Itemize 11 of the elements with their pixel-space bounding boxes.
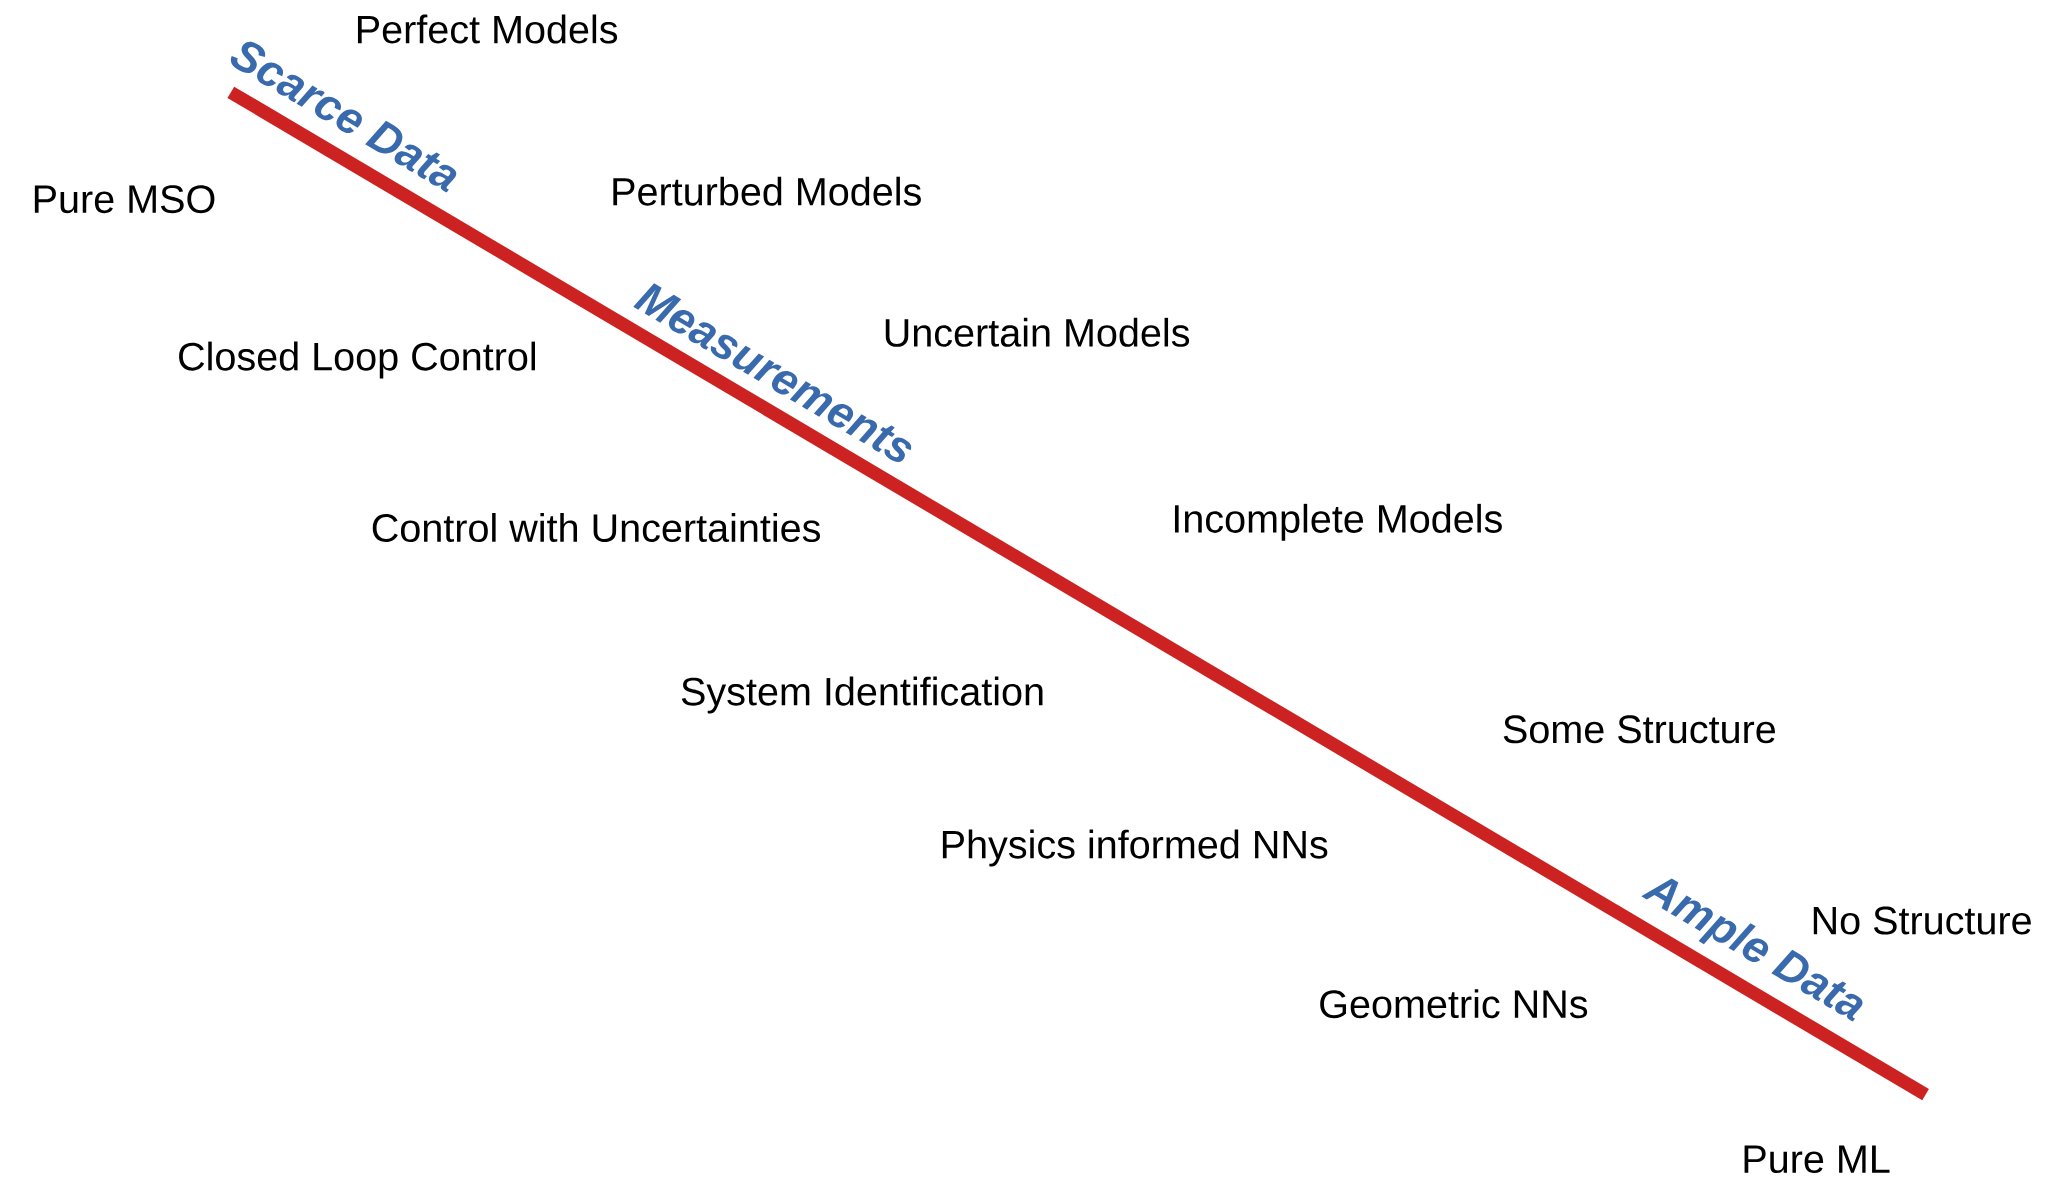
category-label: System Identification	[681, 676, 1043, 714]
category-label: Closed Loop Control	[179, 341, 535, 379]
category-label: No Structure	[1813, 906, 2031, 935]
category-label: Perturbed Models	[613, 176, 921, 206]
category-label: Incomplete Models	[1174, 504, 1502, 541]
category-label: Control with Uncertainties	[372, 513, 820, 543]
category-label: Geometric NNs	[1320, 989, 1588, 1019]
category-label: Pure ML	[1744, 1145, 1890, 1174]
category-label: Some Structure	[1503, 715, 1775, 744]
category-label: Pure MSO	[34, 185, 215, 214]
category-label: Physics informed NNs	[942, 829, 1328, 867]
